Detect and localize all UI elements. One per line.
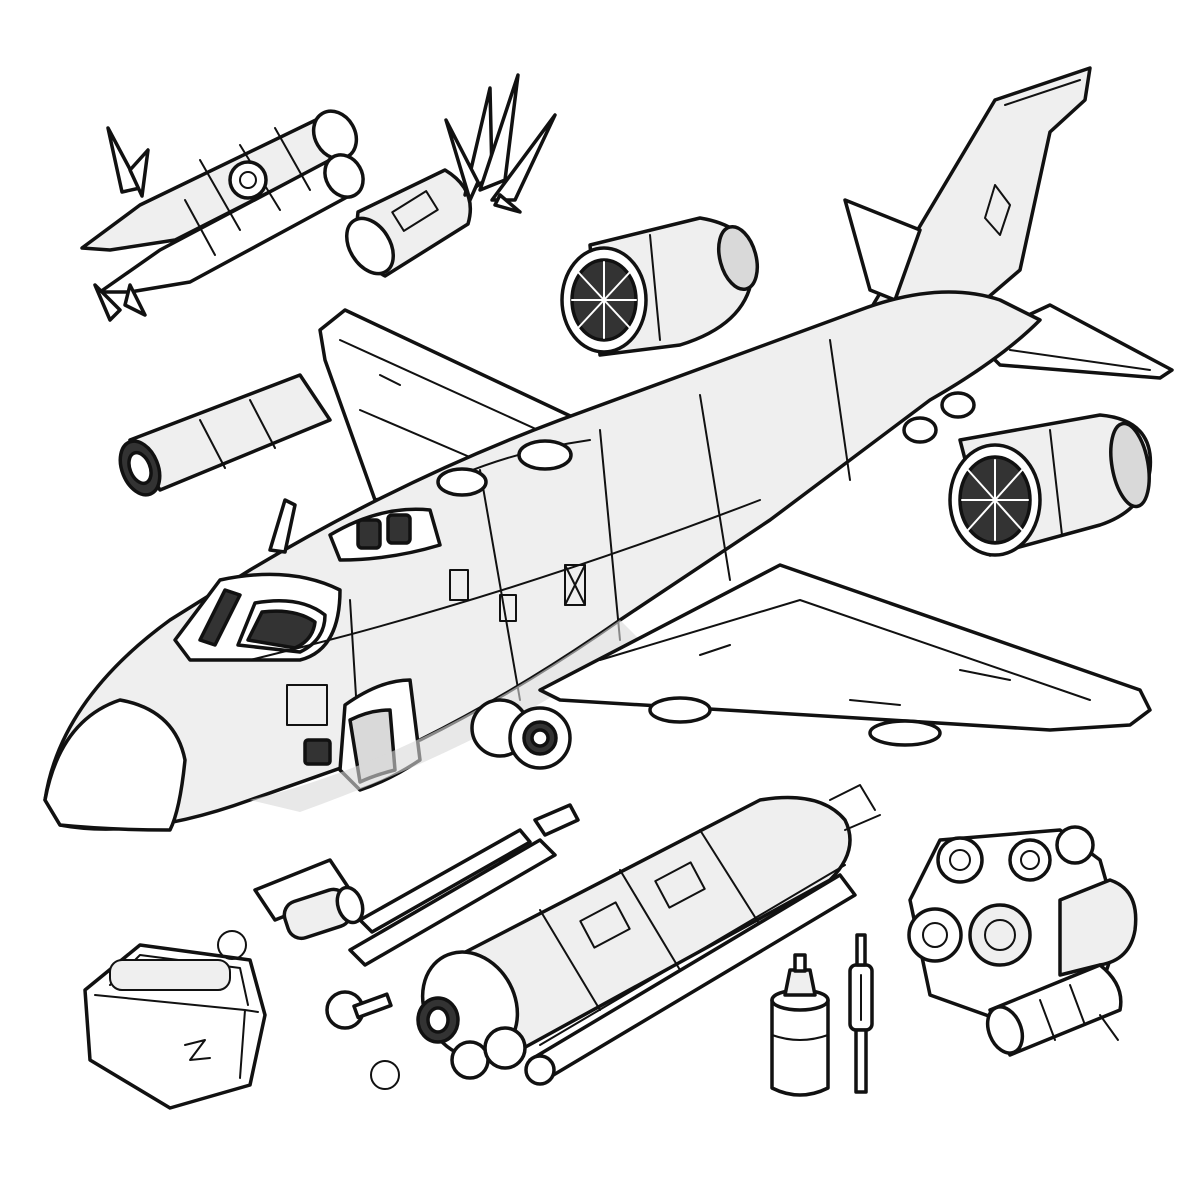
small-cylinder-parts xyxy=(217,858,400,1090)
screwdriver-drawing xyxy=(848,933,874,1094)
oil-bottle-drawing xyxy=(770,953,830,1097)
airplane-fuselage xyxy=(43,290,1042,831)
missile-cluster-drawing xyxy=(80,109,365,322)
landing-gear xyxy=(470,391,976,770)
airplane-nose-cone xyxy=(43,698,187,832)
bomb-drawing xyxy=(345,73,557,278)
airplane-tail-fin xyxy=(868,66,1092,332)
wrench-drawing xyxy=(348,803,580,967)
jet-engine-drawing-right xyxy=(948,413,1153,557)
toolbox-drawing xyxy=(83,943,267,1110)
rocket-booster-drawing xyxy=(416,784,881,1086)
jet-airplane-drawing xyxy=(43,66,1174,832)
jet-engine-drawing-top xyxy=(560,216,760,357)
turbine-machinery-drawing xyxy=(907,825,1138,1057)
